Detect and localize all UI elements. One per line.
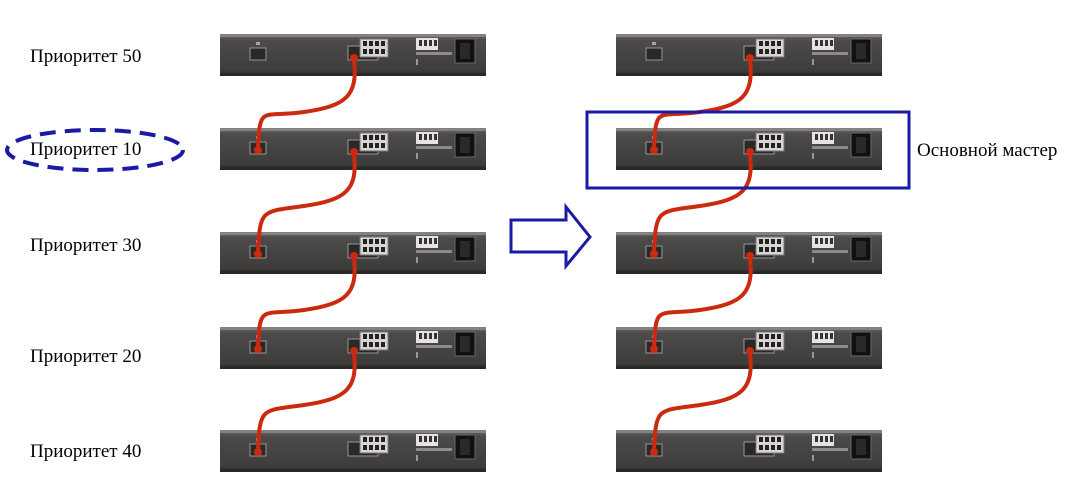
priority-label-4: Приоритет 20 <box>30 346 141 367</box>
right-stack-cable-2 <box>652 152 753 254</box>
right-cable-connector-2-bottom <box>650 250 658 258</box>
priority-label-3: Приоритет 30 <box>30 235 141 256</box>
right-cable-connector-3-top <box>746 252 754 260</box>
right-stack-cables <box>650 54 754 456</box>
right-cable-connector-1-top <box>746 54 754 62</box>
left-cable-connector-4-bottom <box>254 448 262 456</box>
priority-label-1: Приоритет 50 <box>30 46 141 67</box>
left-cable-connector-1-bottom <box>254 146 262 154</box>
right-cable-connector-4-bottom <box>650 448 658 456</box>
right-stack-cable-3 <box>652 256 753 349</box>
left-stack-cable-3 <box>256 256 357 349</box>
right-cable-connector-2-top <box>746 148 754 156</box>
left-cable-connector-2-top <box>350 148 358 156</box>
right-cable-connector-3-bottom <box>650 345 658 353</box>
left-cable-connector-4-top <box>350 347 358 355</box>
left-stack-cable-4 <box>256 351 357 452</box>
left-cable-connector-1-top <box>350 54 358 62</box>
right-stack-cable-4 <box>652 351 753 452</box>
priority-label-5: Приоритет 40 <box>30 441 141 462</box>
master-highlight-box <box>585 110 911 190</box>
transition-arrow <box>509 202 592 271</box>
priority-label-2: Приоритет 10 <box>30 139 141 160</box>
master-label: Основной мастер <box>917 140 1057 161</box>
right-cable-connector-4-top <box>746 347 754 355</box>
highlight-ellipse <box>5 128 185 172</box>
left-cable-connector-2-bottom <box>254 250 262 258</box>
left-stack-cable-1 <box>256 58 357 150</box>
left-cable-connector-3-bottom <box>254 345 262 353</box>
left-stack-cables <box>254 54 358 456</box>
right-cable-connector-1-bottom <box>650 146 658 154</box>
left-stack-cable-2 <box>256 152 357 254</box>
left-cable-connector-3-top <box>350 252 358 260</box>
